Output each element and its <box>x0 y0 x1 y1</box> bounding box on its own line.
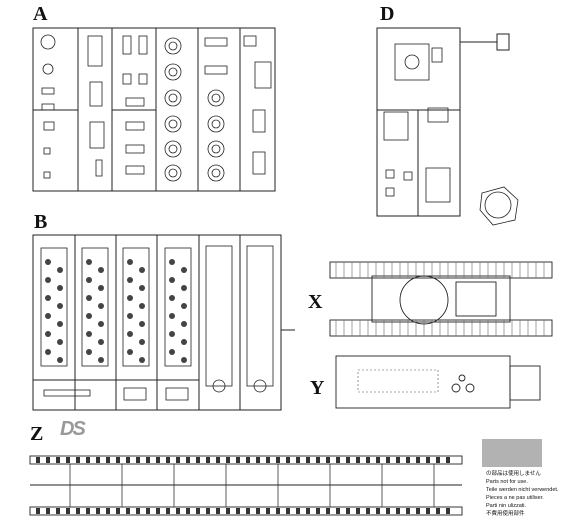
ds-logo: DS <box>60 418 86 440</box>
notice-french: Pieces a ne pas utiliser. <box>486 495 544 501</box>
notice-english: Parts not for use. <box>486 479 528 485</box>
sprue-a-label: A <box>33 3 48 25</box>
notice-japanese: の部品は使用しません <box>486 471 541 477</box>
notice-italian: Parti nin ulizzati. <box>486 503 527 509</box>
track-strips-z <box>29 455 463 516</box>
part-y-label: Y <box>310 377 325 399</box>
notice-chinese: 不費用使用部件 <box>486 511 525 517</box>
sprue-d-label: D <box>380 3 395 25</box>
notice-german: Teile werden nicht verwendet. <box>486 487 559 493</box>
sprue-b-label: B <box>34 211 48 233</box>
not-for-use-swatch <box>482 439 542 467</box>
part-x-label: X <box>308 291 323 313</box>
hull-top-x <box>329 261 553 337</box>
hull-bottom-y <box>335 355 541 409</box>
part-z-label: Z <box>30 423 44 445</box>
